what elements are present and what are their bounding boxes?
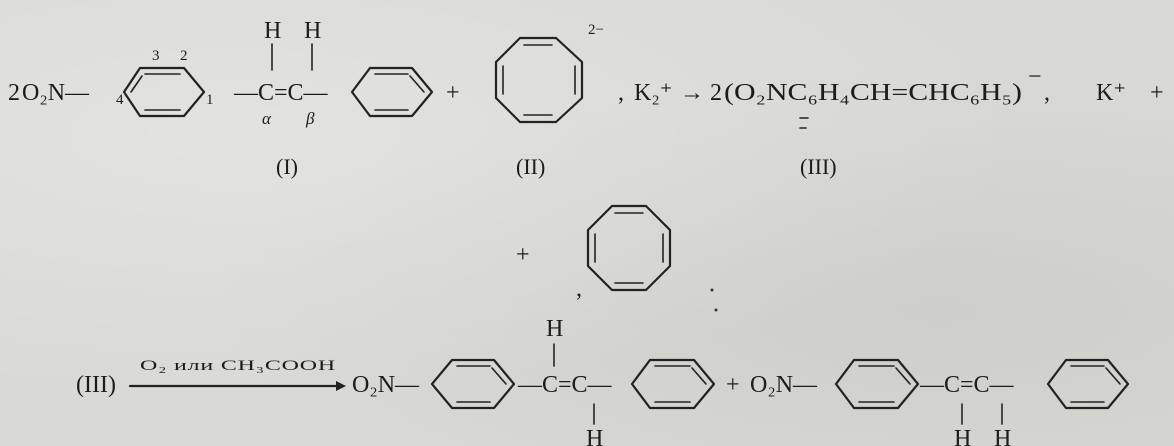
reactant-III: (III)	[76, 372, 116, 398]
product-coefficient: 2	[710, 80, 722, 106]
compound-labels: (I) (II) (III)	[276, 154, 837, 179]
ring-position-4: 4	[116, 92, 124, 108]
nitro-group: O₂N—	[352, 372, 420, 398]
plus-sign: +	[516, 242, 530, 268]
benzene-ring-5	[834, 358, 920, 410]
separator-comma: ,	[1044, 80, 1050, 106]
benzene-ring-4	[630, 358, 716, 410]
benzene-ring-6	[1046, 358, 1130, 410]
plus-sign: +	[1150, 80, 1164, 106]
reaction-arrow-head	[336, 381, 346, 391]
potassium-counterion: K₂⁺	[634, 80, 672, 106]
vinyl-hydrogen-1: H	[954, 426, 971, 446]
vinyl-hydrogen-beta: H	[304, 18, 321, 44]
ring-position-2: 2	[180, 48, 188, 64]
reaction-arrow: →	[680, 80, 704, 106]
radical-anion-formula: (O₂NC₆H₄CH=CHC₆H₅)	[724, 80, 1022, 106]
ring-position-1: 1	[206, 92, 214, 108]
benzene-ring-3	[430, 358, 516, 410]
ring-position-3: 3	[152, 48, 160, 64]
equation-2: + ,	[516, 204, 672, 302]
benzene-ring-1	[122, 66, 206, 118]
cyclooctatetraene-dianion	[494, 36, 584, 124]
vinyl-hydrogen-bottom: H	[586, 426, 603, 446]
dianion-charge: 2−	[588, 22, 604, 38]
plus-sign: +	[446, 80, 460, 106]
beta-label: β	[305, 109, 315, 128]
label-compound-II: (II)	[516, 154, 545, 179]
reaction-conditions: O₂ или CH₃COOH	[140, 358, 336, 374]
equation-1: 2 O₂N— 4 3 2 1 H H —C=C— α β +	[8, 18, 1164, 129]
plus-sign: +	[726, 372, 740, 398]
nitro-group: O₂N—	[750, 372, 818, 398]
equation-3: (III) O₂ или CH₃COOH O₂N— H —C=C— H + O₂…	[76, 316, 1130, 446]
scan-speck	[714, 308, 718, 312]
vinyl-hydrogen-2: H	[994, 426, 1011, 446]
scan-speck	[710, 288, 714, 292]
coefficient-2: 2	[8, 80, 20, 106]
nitro-group: O₂N—	[22, 80, 90, 106]
vinyl-hydrogen-top: H	[546, 316, 563, 342]
radical-anion-charge: −	[1028, 64, 1042, 90]
separator-comma: ,	[576, 276, 582, 302]
label-compound-III: (III)	[800, 154, 837, 179]
vinyl-hydrogen-alpha: H	[264, 18, 281, 44]
separator-comma: ,	[618, 80, 624, 106]
vinyl-group: —C=C—	[919, 372, 1015, 398]
vinyl-group: —C=C—	[233, 80, 329, 106]
cyclooctatetraene	[586, 204, 672, 292]
label-compound-I: (I)	[276, 154, 298, 179]
benzene-ring-2	[350, 66, 434, 118]
vinyl-group: —C=C—	[517, 372, 613, 398]
potassium-cation: K⁺	[1096, 80, 1126, 106]
alpha-label: α	[262, 109, 272, 128]
